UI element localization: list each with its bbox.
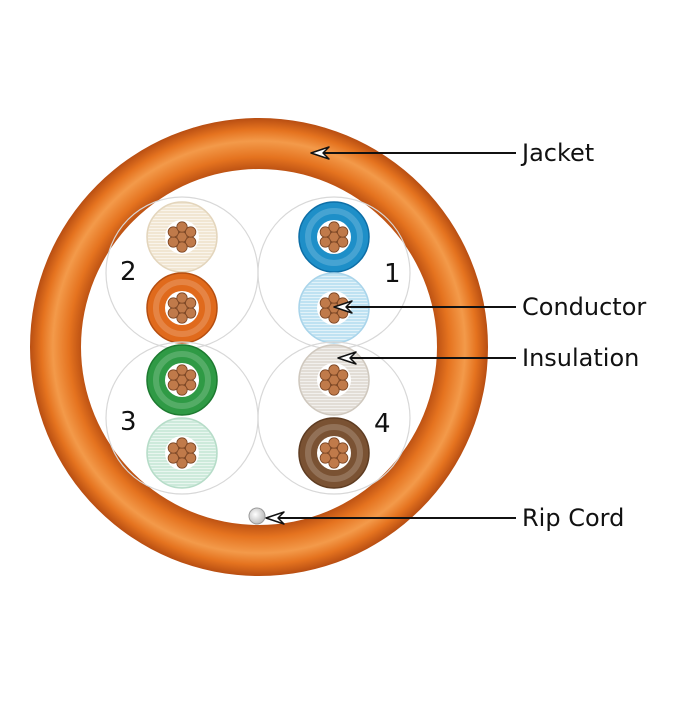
wire-green [146, 344, 218, 416]
conductor-strand [328, 364, 340, 376]
wire-white-brown [298, 344, 370, 416]
rip-cord [248, 507, 266, 525]
conductor-strand [328, 437, 340, 449]
conductor-strand [328, 384, 340, 396]
conductor-strand [185, 297, 197, 309]
arrowhead-icon [265, 511, 285, 525]
pair-number: 2 [120, 257, 137, 287]
conductor-strand [176, 364, 188, 376]
conductor-strand [176, 221, 188, 233]
conductor-strand [328, 241, 340, 253]
leader-rip-cord [265, 511, 516, 525]
conductor-strand [337, 442, 349, 454]
conductor [319, 364, 349, 396]
conductor-strand [319, 442, 331, 454]
label-rip-cord: Rip Cord [522, 504, 624, 532]
conductor-strand [185, 369, 197, 381]
conductor [167, 292, 197, 324]
conductor-strand [167, 379, 179, 391]
conductor-strand [319, 226, 331, 238]
arrowhead-icon [333, 300, 353, 314]
conductor-strand [328, 312, 340, 324]
conductor-strand [176, 437, 188, 449]
wire-white-green [146, 417, 218, 489]
conductor-strand [167, 236, 179, 248]
pair-3: 3 [105, 341, 259, 495]
leader-jacket [310, 146, 516, 160]
conductor-strand [319, 379, 331, 391]
conductor [319, 437, 349, 469]
arrowhead-icon [337, 351, 357, 365]
conductor-strand [185, 442, 197, 454]
pair-2: 2 [105, 196, 259, 350]
conductor [319, 221, 349, 253]
leader-insulation [337, 351, 516, 365]
conductor-strand [167, 297, 179, 309]
pair-number: 1 [384, 259, 401, 289]
conductor-strand [167, 307, 179, 319]
conductor-strand [328, 221, 340, 233]
conductor [167, 364, 197, 396]
conductor-strand [319, 297, 331, 309]
conductor-strand [176, 292, 188, 304]
conductor [167, 437, 197, 469]
pair-outline [257, 341, 411, 495]
conductor-strand [319, 236, 331, 248]
conductor-strand [328, 292, 340, 304]
leader-conductor [333, 300, 516, 314]
wire-blue [298, 201, 370, 273]
conductor-strand [319, 452, 331, 464]
arrowhead-icon [310, 146, 330, 160]
label-jacket: Jacket [520, 139, 594, 167]
pair-number: 3 [120, 407, 137, 437]
conductor-strand [167, 442, 179, 454]
pair-4: 4 [257, 341, 411, 495]
wire-white-blue [298, 272, 370, 344]
insulation-highlight [153, 351, 211, 409]
conductor-strand [167, 226, 179, 238]
label-insulation: Insulation [522, 344, 639, 372]
conductor-strand [176, 384, 188, 396]
conductor-strand [176, 241, 188, 253]
conductor-strand [167, 369, 179, 381]
conductor-strand [337, 226, 349, 238]
insulation-highlight [153, 279, 211, 337]
jacket [30, 118, 488, 576]
pair-number: 4 [374, 409, 391, 439]
conductor [319, 292, 349, 324]
conductor-strand [167, 452, 179, 464]
conductor-strand [185, 226, 197, 238]
conductor [167, 221, 197, 253]
leaders [265, 146, 516, 525]
pairs: 1 2 3 4 [105, 196, 411, 495]
pair-1: 1 [257, 196, 411, 350]
conductor-strand [319, 307, 331, 319]
conductor-strand [337, 369, 349, 381]
insulation-highlight [305, 424, 363, 482]
conductor-strand [176, 457, 188, 469]
insulation-highlight [305, 208, 363, 266]
label-conductor: Conductor [522, 293, 646, 321]
conductor-strand [328, 457, 340, 469]
conductor-strand [176, 312, 188, 324]
wire-orange [146, 272, 218, 344]
conductor-strand [319, 369, 331, 381]
wire-white-orange [146, 201, 218, 273]
jacket-ring [30, 118, 488, 576]
wire-brown [298, 417, 370, 489]
